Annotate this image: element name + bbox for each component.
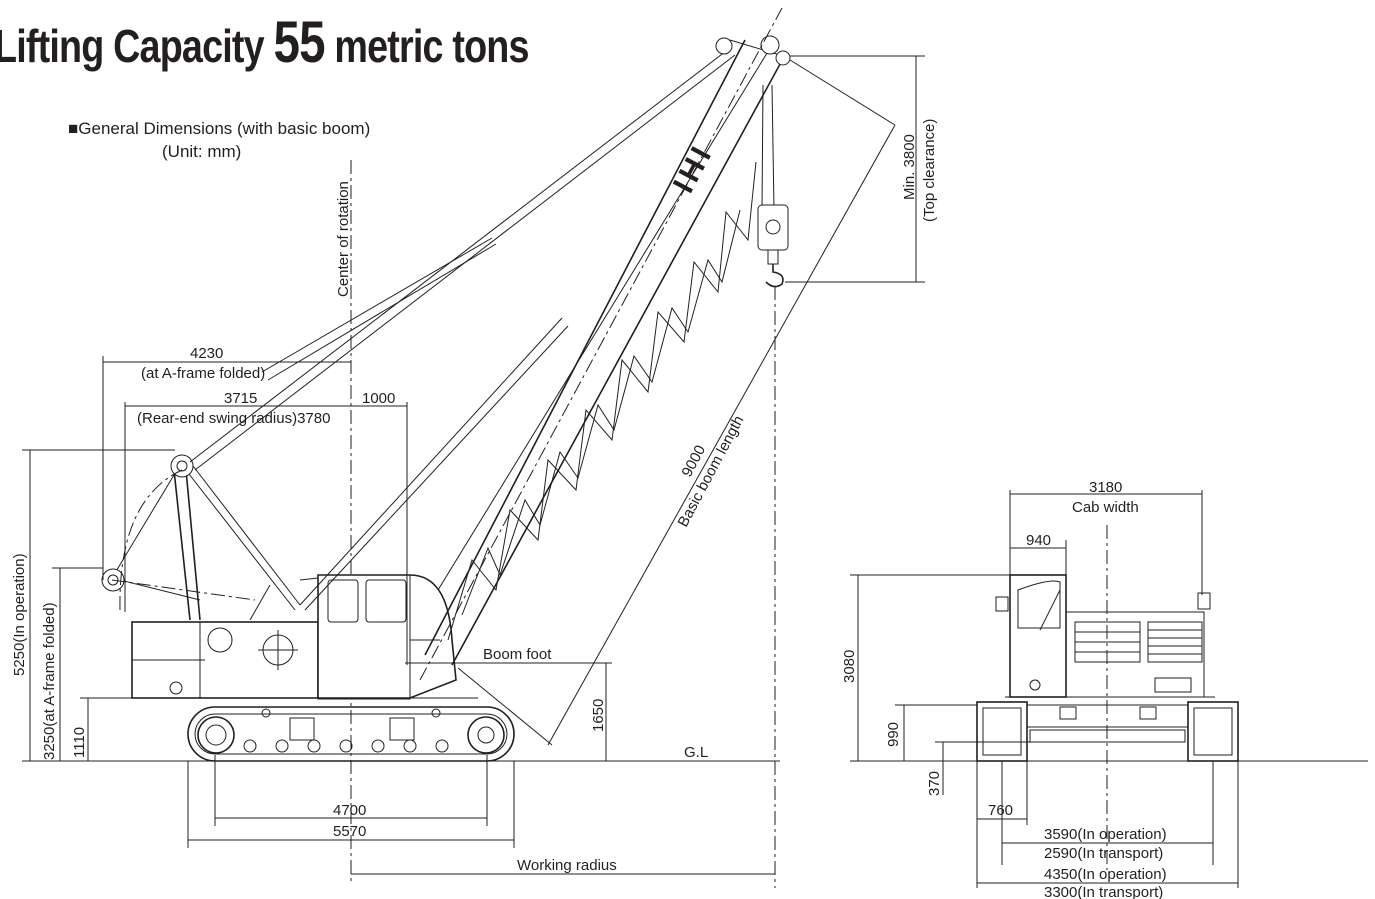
dim-min-3800: Min. 3800 [901,134,918,200]
ground-level-label: G.L [684,744,708,761]
cab-width-label: Cab width [1072,499,1139,516]
rear-view-machine [976,574,1239,762]
dim-5250: 5250(In operation) [11,553,28,676]
page-title: Lifting Capacity 55 metric tons [0,14,530,72]
a-frame-gantry [101,454,301,621]
dim-760: 760 [988,802,1013,819]
dim-3300: 3300(In transport) [1044,884,1163,899]
dim-5570: 5570 [333,823,366,840]
dim-2590: 2590(In transport) [1044,845,1163,862]
backstop-line-2 [304,325,569,611]
dim-1650: 1650 [590,699,607,732]
working-radius-label: Working radius [517,857,617,874]
dim-3250: 3250(at A-frame folded) [41,602,58,760]
dim-4230: 4230 [190,345,223,362]
hook-block [757,84,789,288]
rear-end-swing-radius-label: (Rear-end swing radius)3780 [137,410,330,427]
square-bullet-icon: ■ [68,119,79,138]
top-clearance-label: (Top clearance) [921,119,938,222]
dim-3180: 3180 [1089,479,1122,496]
dim-1000: 1000 [362,390,395,407]
backstop-line [299,317,563,606]
dim-4700: 4700 [333,802,366,819]
pendant-rope [261,237,493,373]
dim-1110: 1110 [71,727,88,758]
dim-3590: 3590(In operation) [1044,826,1167,843]
pendant-rope-2 [267,243,497,381]
section-label: General Dimensions (with basic boom) [78,119,371,138]
dim-990: 990 [885,722,902,747]
title-suffix: metric tons [324,20,529,72]
a-frame-folded-label: (at A-frame folded) [141,365,265,382]
title-capacity-number: 55 [273,10,325,75]
dim-3715: 3715 [224,390,257,407]
dim-940: 940 [1026,532,1051,549]
dim-3080: 3080 [841,650,858,683]
dim-4350: 4350(In operation) [1044,866,1167,883]
crawler-track [187,706,515,762]
unit-note: (Unit: mm) [162,142,242,161]
section-heading: ■General Dimensions (with basic boom) [68,120,370,137]
upper-body [120,574,478,700]
boom-foot-label: Boom foot [483,646,552,663]
lattice-boom: IHI [419,7,791,681]
dim-370: 370 [926,771,943,796]
title-prefix: Lifting Capacity [0,20,274,72]
center-of-rotation-label: Center of rotation [335,181,352,297]
pendant-line-upper [189,47,731,463]
